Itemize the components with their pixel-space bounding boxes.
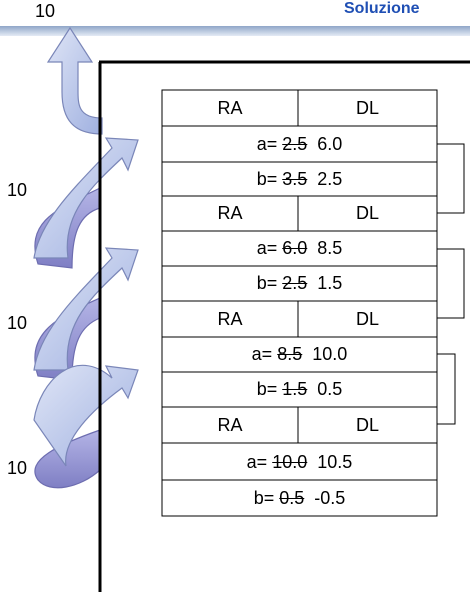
stack-label: 10	[7, 313, 28, 333]
stack-label: 10	[7, 180, 28, 200]
frame-table	[161, 89, 438, 517]
param-a-label: a=	[256, 237, 278, 258]
param-b-row: b= 3.5 2.5	[162, 162, 437, 196]
param-b-new-value: -0.5	[314, 487, 346, 508]
param-b-new-value: 2.5	[317, 168, 343, 189]
ra-cell: RA	[217, 202, 243, 223]
param-a-old-value: 6.0	[282, 237, 308, 258]
spiral-arrow-icon	[33, 247, 139, 381]
stack-label: 10	[7, 458, 28, 478]
param-a-old-value: 10.0	[272, 451, 308, 472]
param-a-row: a= 2.5 6.0	[162, 127, 437, 161]
spiral-arrow-icon	[33, 364, 139, 489]
param-a-new-value: 6.0	[317, 133, 343, 154]
param-a-row: a= 8.5 10.0	[162, 337, 437, 371]
page-title: Soluzione	[344, 0, 420, 17]
dl-cell: DL	[355, 202, 379, 223]
param-b-new-value: 1.5	[317, 272, 343, 293]
ra-cell: RA	[217, 414, 243, 435]
return-arrow-icon	[46, 26, 103, 135]
param-b-old-value: 0.5	[279, 487, 305, 508]
stack-label: 10	[35, 1, 56, 21]
param-b-row: b= 2.5 1.5	[162, 266, 437, 300]
param-b-old-value: 1.5	[282, 378, 308, 399]
param-b-row: b= 1.5 0.5	[162, 372, 437, 406]
param-a-label: a=	[246, 451, 268, 472]
param-a-new-value: 10.0	[312, 343, 348, 364]
param-b-label: b=	[256, 378, 278, 399]
param-a-row: a= 10.0 10.5	[162, 445, 437, 479]
dl-cell: DL	[355, 414, 379, 435]
param-b-old-value: 3.5	[282, 168, 308, 189]
dl-cell: DL	[355, 97, 379, 118]
param-b-label: b=	[253, 487, 275, 508]
ra-cell: RA	[217, 308, 243, 329]
ra-cell: RA	[217, 97, 243, 118]
param-b-label: b=	[256, 168, 278, 189]
param-b-new-value: 0.5	[317, 378, 343, 399]
header-bar	[0, 26, 470, 36]
param-b-label: b=	[256, 272, 278, 293]
param-a-row: a= 6.0 8.5	[162, 231, 437, 265]
param-a-label: a=	[256, 133, 278, 154]
param-a-label: a=	[251, 343, 273, 364]
param-a-new-value: 10.5	[317, 451, 353, 472]
param-b-row: b= 0.5 -0.5	[162, 481, 437, 515]
spiral-arrow-icon	[33, 137, 139, 269]
param-b-old-value: 2.5	[282, 272, 308, 293]
param-a-old-value: 8.5	[277, 343, 303, 364]
param-a-new-value: 8.5	[317, 237, 343, 258]
param-a-old-value: 2.5	[282, 133, 308, 154]
dl-cell: DL	[355, 308, 379, 329]
